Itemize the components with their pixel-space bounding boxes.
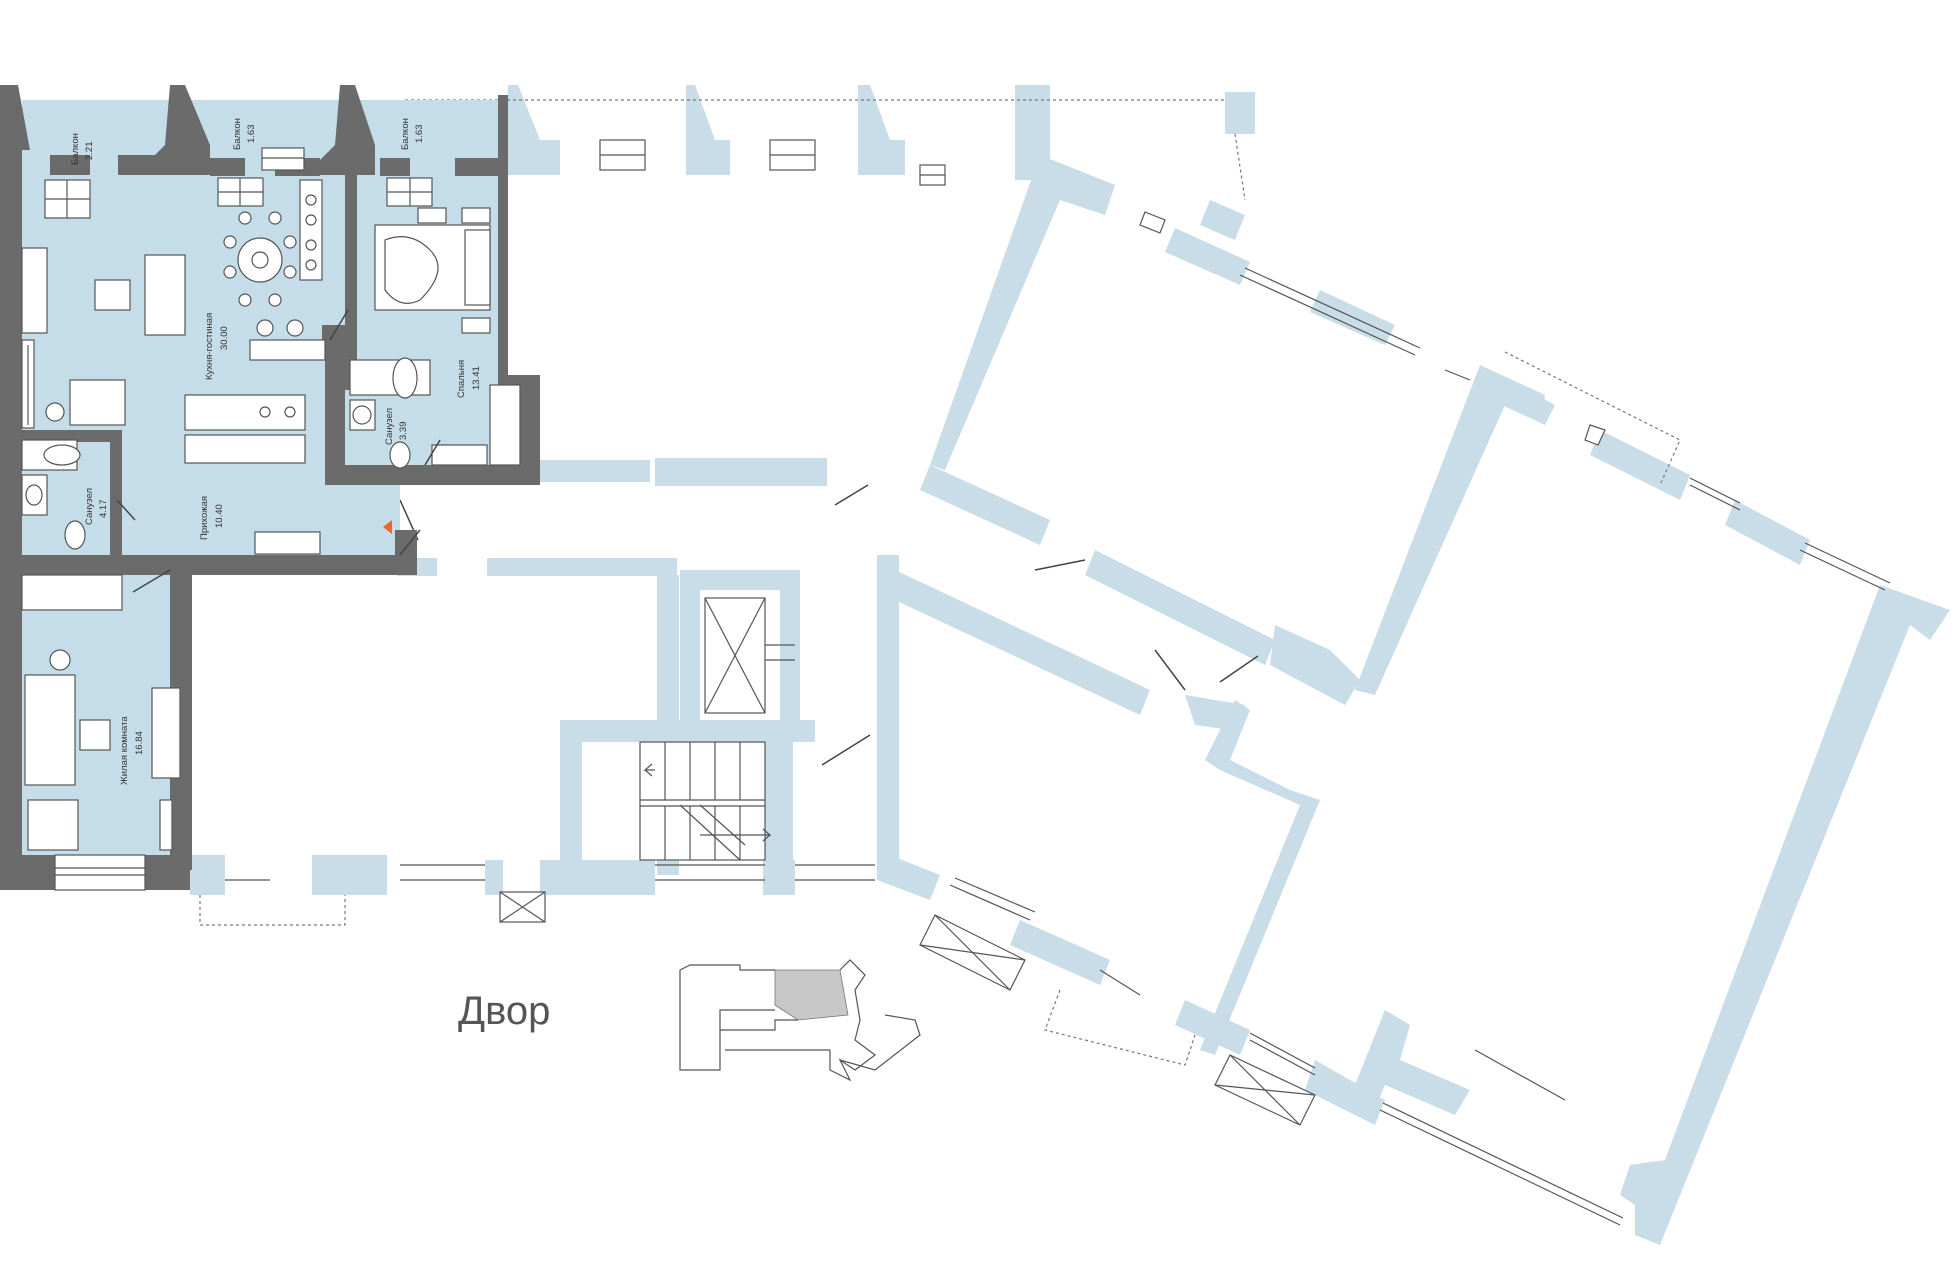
stairs-icon (639, 741, 772, 861)
bedroom-label: Спальня (456, 360, 467, 398)
bathroom-1-label: Санузел (384, 408, 395, 445)
balcony-2-area: 1.63 (246, 125, 257, 144)
neighbor-doors (399, 484, 1259, 766)
bedroom-area: 13.41 (471, 366, 482, 390)
apartment (0, 85, 540, 891)
hallway-area: 10.40 (214, 504, 225, 528)
entrance-arrow-icon (383, 520, 392, 534)
balcony-2-label: Балкон (232, 118, 243, 150)
kitchen-living-area: 30.00 (219, 326, 230, 350)
yard-label: Двор (458, 989, 550, 1033)
hallway-label: Прихожая (199, 496, 210, 540)
elevator-icon (704, 597, 795, 714)
room-labels: Балкон 2.21 Балкон 1.63 Балкон 1.63 Кухн… (70, 118, 482, 785)
neighbor-units (190, 85, 1950, 1245)
keyplan-icon (679, 959, 921, 1082)
bathroom-1-area: 3.39 (398, 422, 409, 441)
kitchen-living-label: Кухня-гостиная (204, 313, 215, 380)
balcony-3-label: Балкон (400, 118, 411, 150)
balcony-1-label: Балкон (70, 133, 81, 165)
balcony-3-area: 1.63 (414, 125, 425, 144)
bathroom-2-area: 4.17 (98, 500, 109, 519)
living-room-area: 16.84 (134, 731, 145, 755)
balcony-1-area: 2.21 (84, 142, 95, 161)
balcony-outlines (199, 99, 1681, 1066)
bathroom-2-label: Санузел (84, 488, 95, 525)
neighbor-windows (225, 139, 1891, 1226)
living-room-label: Жилая комната (119, 716, 130, 785)
